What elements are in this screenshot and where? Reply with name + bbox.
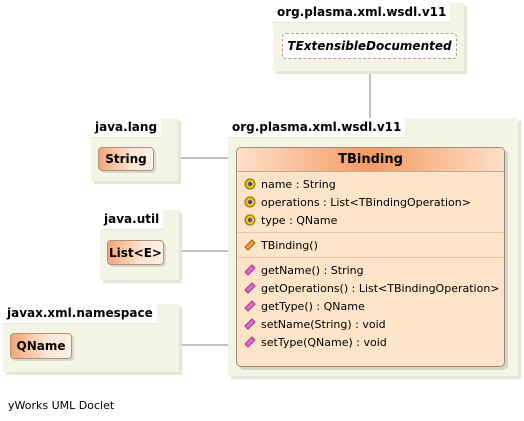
field-row[interactable]: name : String	[237, 175, 504, 193]
class-textensibledocumented[interactable]: TExtensibleDocumented	[282, 33, 457, 59]
package-title: org.plasma.xml.wsdl.v11	[273, 3, 451, 23]
method-row[interactable]: getType() : QName	[237, 297, 504, 315]
package-title: java.lang	[91, 118, 162, 138]
class-tbinding[interactable]: TBinding name : String operations : List…	[236, 147, 505, 367]
methods-section: getName() : String getOperations() : Lis…	[237, 258, 504, 354]
field-text: name : String	[261, 177, 336, 191]
method-icon	[243, 336, 256, 349]
method-text: setName(String) : void	[261, 317, 386, 331]
field-text: type : QName	[261, 213, 338, 227]
package-java-lang: java.lang String	[91, 118, 178, 181]
class-list[interactable]: List<E>	[107, 240, 164, 265]
method-text: getName() : String	[261, 263, 364, 277]
method-text: getType() : QName	[261, 299, 365, 313]
class-name: String	[105, 152, 147, 166]
method-icon	[243, 300, 256, 313]
field-row[interactable]: type : QName	[237, 211, 504, 229]
constructor-row[interactable]: TBinding()	[237, 236, 504, 254]
method-icon	[243, 282, 256, 295]
package-javax-xml-namespace: javax.xml.namespace QName	[3, 304, 179, 372]
method-text: setType(QName) : void	[261, 335, 387, 349]
footer-credit: yWorks UML Doclet	[8, 399, 115, 412]
constructors-section: TBinding()	[237, 233, 504, 258]
field-icon	[243, 214, 256, 227]
package-wsdl-top: org.plasma.xml.wsdl.v11 TExtensibleDocum…	[273, 3, 464, 71]
method-icon	[243, 264, 256, 277]
class-string[interactable]: String	[98, 147, 154, 171]
package-java-util: java.util List<E>	[100, 210, 179, 280]
package-title: java.util	[100, 210, 164, 230]
constructor-text: TBinding()	[261, 238, 318, 252]
package-title: org.plasma.xml.wsdl.v11	[228, 118, 406, 138]
method-row[interactable]: setName(String) : void	[237, 315, 504, 333]
field-icon	[243, 178, 256, 191]
field-icon	[243, 196, 256, 209]
field-text: operations : List<TBindingOperation>	[261, 195, 471, 209]
class-name: TBinding	[338, 152, 403, 167]
package-title: javax.xml.namespace	[3, 304, 157, 324]
class-header: TBinding	[237, 148, 504, 172]
method-row[interactable]: getOperations() : List<TBindingOperation…	[237, 279, 504, 297]
field-row[interactable]: operations : List<TBindingOperation>	[237, 193, 504, 211]
class-name: QName	[16, 339, 66, 353]
constructor-icon	[243, 239, 256, 252]
class-name: List<E>	[109, 245, 162, 260]
method-row[interactable]: setType(QName) : void	[237, 333, 504, 351]
method-text: getOperations() : List<TBindingOperation…	[261, 281, 500, 295]
method-row[interactable]: getName() : String	[237, 261, 504, 279]
method-icon	[243, 318, 256, 331]
class-qname[interactable]: QName	[10, 333, 72, 359]
fields-section: name : String operations : List<TBinding…	[237, 172, 504, 233]
class-name: TExtensibleDocumented	[287, 39, 452, 53]
